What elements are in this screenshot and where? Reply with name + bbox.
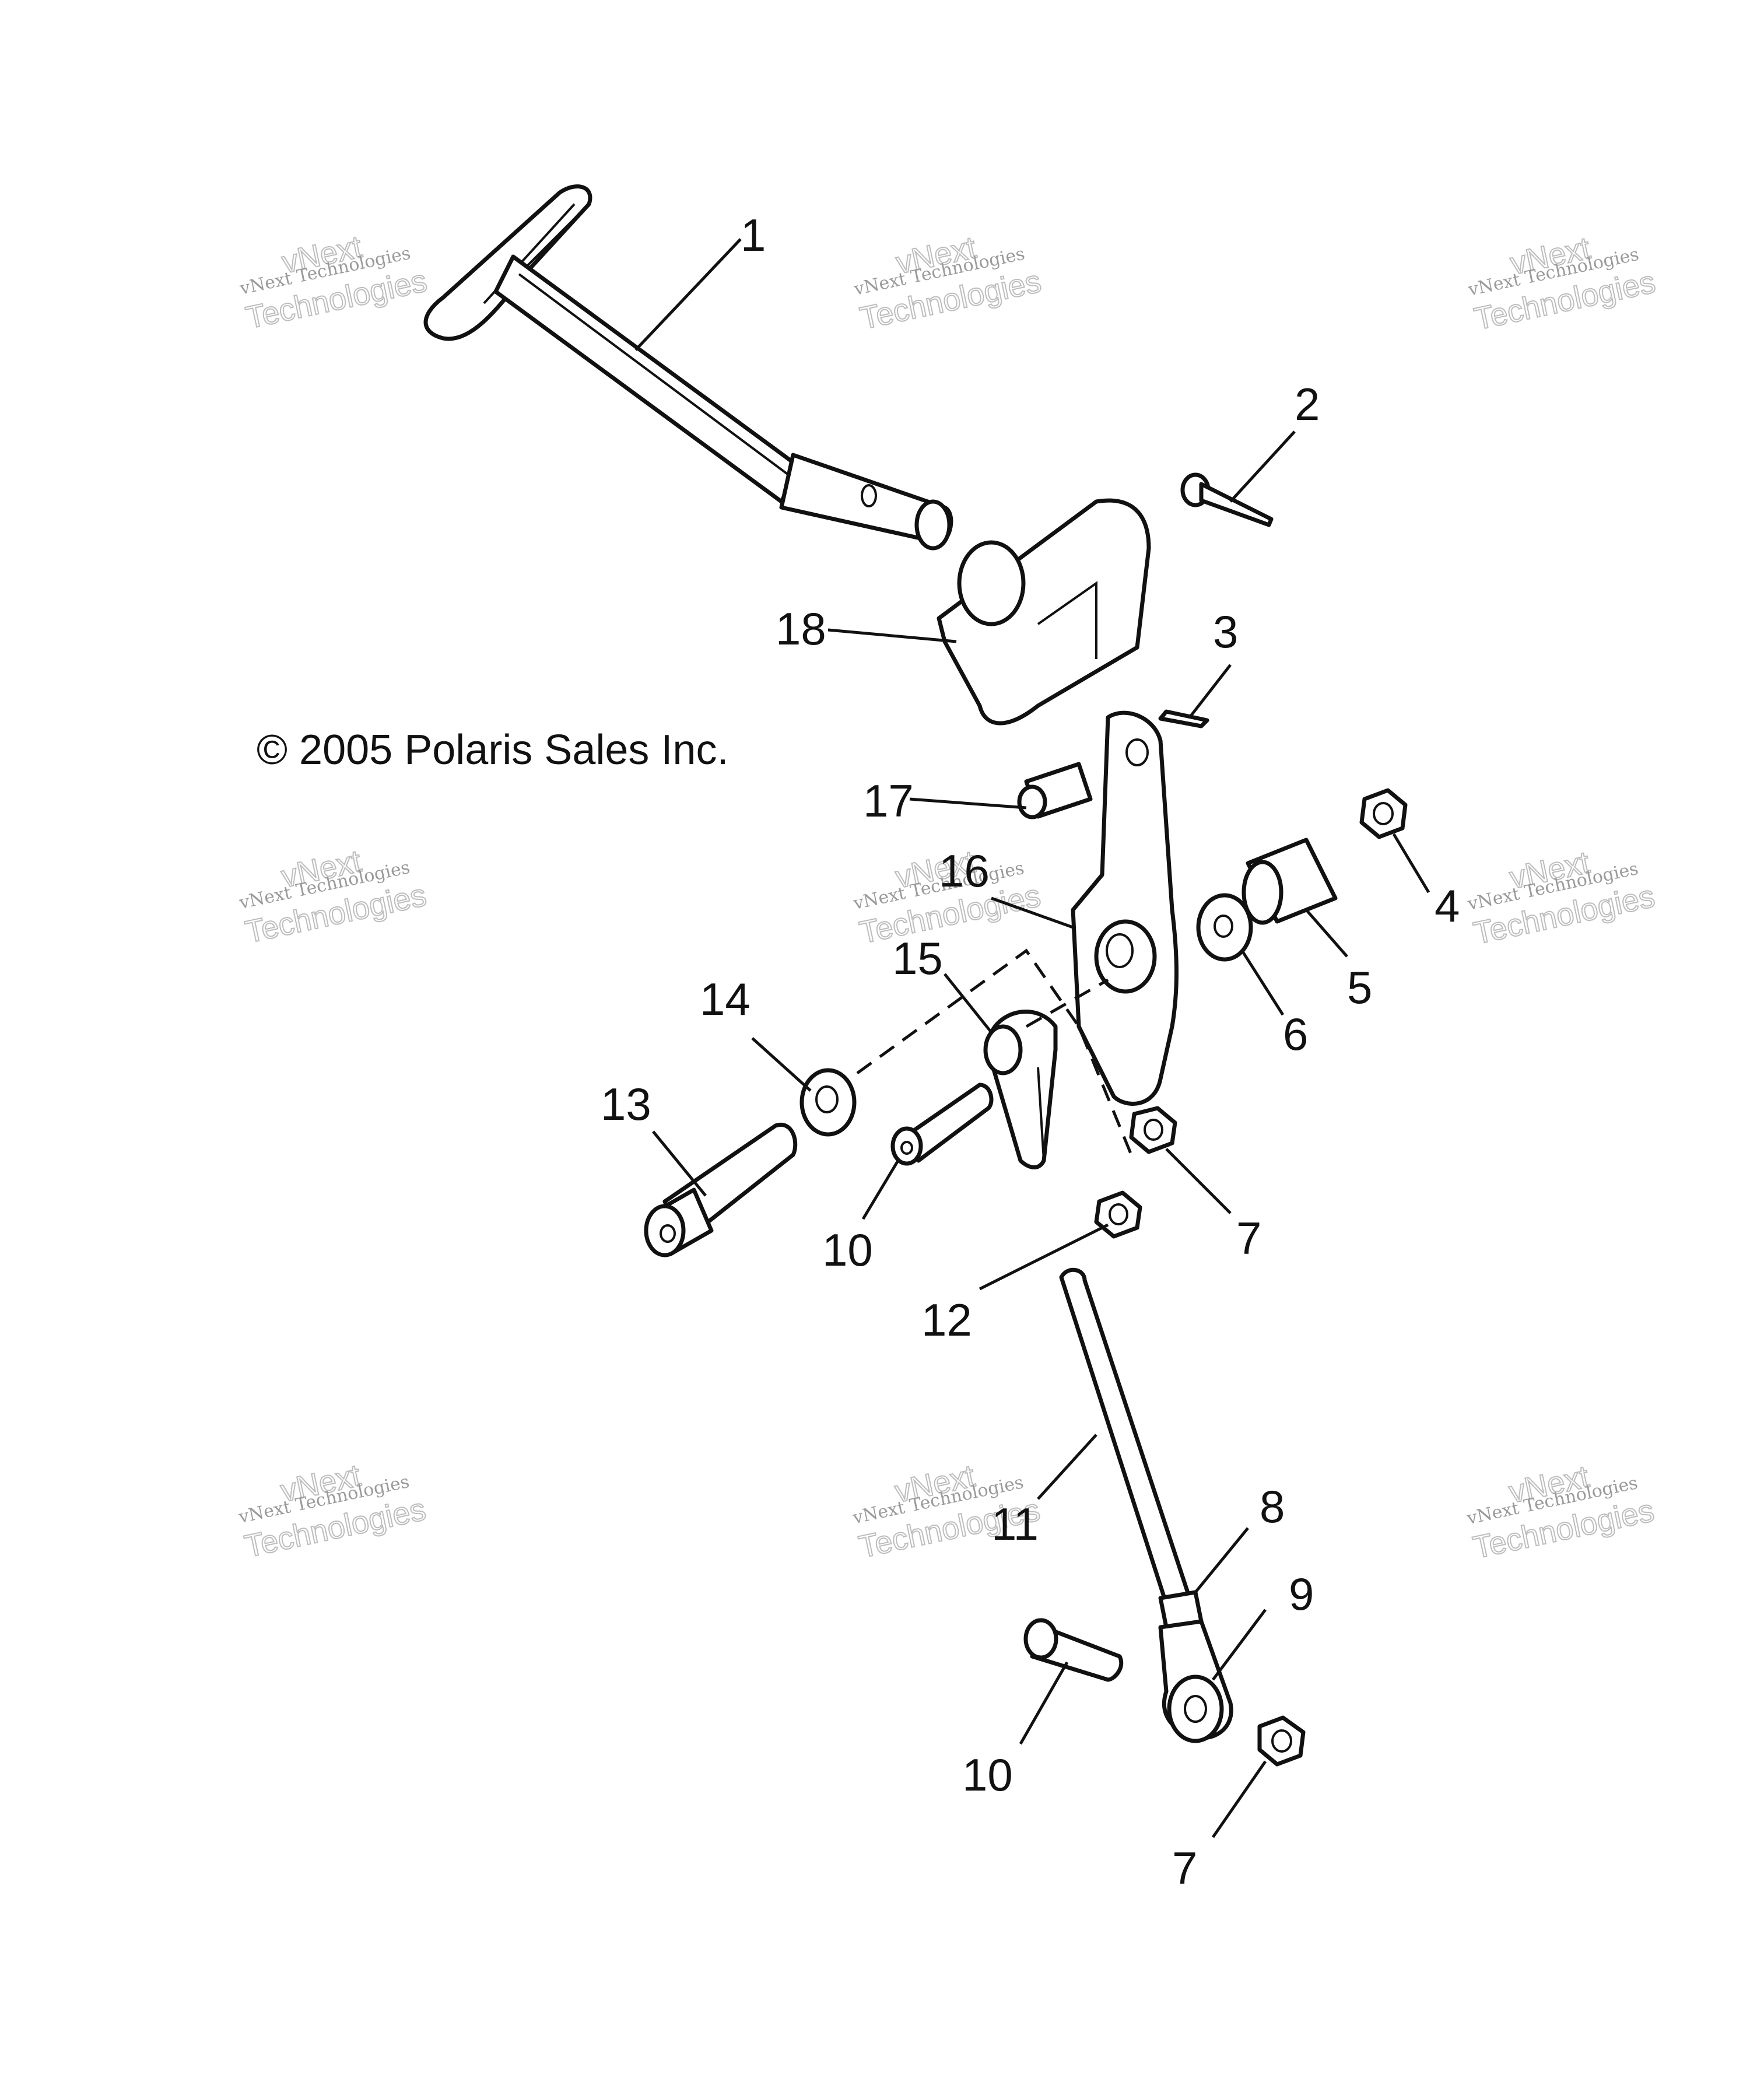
watermark-7: vNext vNext Technologies Technologies bbox=[236, 1458, 429, 1565]
part-6-washer bbox=[1196, 893, 1253, 962]
part-9-rod-end bbox=[1158, 1619, 1233, 1743]
callout-10b: 10 bbox=[962, 1749, 1013, 1800]
callout-13: 13 bbox=[601, 1078, 651, 1130]
callout-12: 12 bbox=[921, 1294, 972, 1346]
watermark-8: vNext vNext Technologies Technologies bbox=[851, 1458, 1044, 1565]
part-3-cotter-pin bbox=[1158, 709, 1209, 728]
callout-7b: 7 bbox=[1172, 1842, 1197, 1894]
callout-2: 2 bbox=[1295, 379, 1320, 430]
callout-4: 4 bbox=[1435, 880, 1460, 931]
callout-14: 14 bbox=[700, 973, 751, 1025]
callout-3: 3 bbox=[1213, 606, 1238, 657]
callout-7a: 7 bbox=[1236, 1213, 1261, 1264]
part-11-rod bbox=[1059, 1267, 1192, 1606]
part-16-plate bbox=[1071, 710, 1179, 1106]
watermark-layer: vNext vNext Technologies Technologies vN… bbox=[236, 229, 1659, 1566]
part-2-rivet bbox=[1180, 472, 1274, 527]
callout-10a: 10 bbox=[822, 1224, 873, 1276]
part-14-washer bbox=[799, 1068, 857, 1137]
part-10b-bolt bbox=[1023, 1618, 1123, 1682]
watermark-2: vNext vNext Technologies Technologies bbox=[852, 229, 1045, 337]
callout-5: 5 bbox=[1347, 962, 1372, 1013]
part-7a-nut bbox=[1129, 1106, 1177, 1154]
watermark-6: vNext vNext Technologies Technologies bbox=[1465, 844, 1658, 951]
callout-18: 18 bbox=[776, 603, 826, 654]
part-10a-bolt bbox=[890, 1082, 994, 1166]
copyright-text: © 2005 Polaris Sales Inc. bbox=[257, 727, 728, 773]
watermark-4: vNext vNext Technologies Technologies bbox=[237, 843, 430, 950]
callout-1: 1 bbox=[741, 209, 766, 261]
watermark-3: vNext vNext Technologies Technologies bbox=[1466, 230, 1659, 337]
part-5-spacer bbox=[1242, 838, 1338, 925]
part-4-nut bbox=[1359, 788, 1408, 839]
callout-17: 17 bbox=[863, 775, 914, 826]
part-17-pin bbox=[1017, 762, 1093, 819]
callout-8: 8 bbox=[1260, 1481, 1285, 1532]
callout-16: 16 bbox=[939, 845, 990, 896]
leader-lines bbox=[634, 238, 1430, 1838]
callout-9: 9 bbox=[1289, 1568, 1314, 1620]
part-1-shift-lever bbox=[423, 184, 953, 551]
callout-15: 15 bbox=[892, 933, 943, 984]
part-13-bolt bbox=[644, 1122, 798, 1257]
callout-11: 11 bbox=[991, 1498, 1039, 1550]
watermark-1: vNext vNext Technologies Technologies bbox=[237, 229, 430, 336]
callout-6: 6 bbox=[1283, 1008, 1308, 1060]
part-18-bracket bbox=[937, 498, 1151, 726]
callout-labels: 1 2 18 3 17 4 16 5 15 14 6 13 10 7 12 11… bbox=[601, 209, 1460, 1894]
watermark-9: vNext vNext Technologies Technologies bbox=[1465, 1459, 1658, 1566]
part-7b-nut bbox=[1257, 1715, 1306, 1767]
part-12-nut bbox=[1094, 1190, 1142, 1239]
part-15-rod-end bbox=[983, 1010, 1058, 1169]
